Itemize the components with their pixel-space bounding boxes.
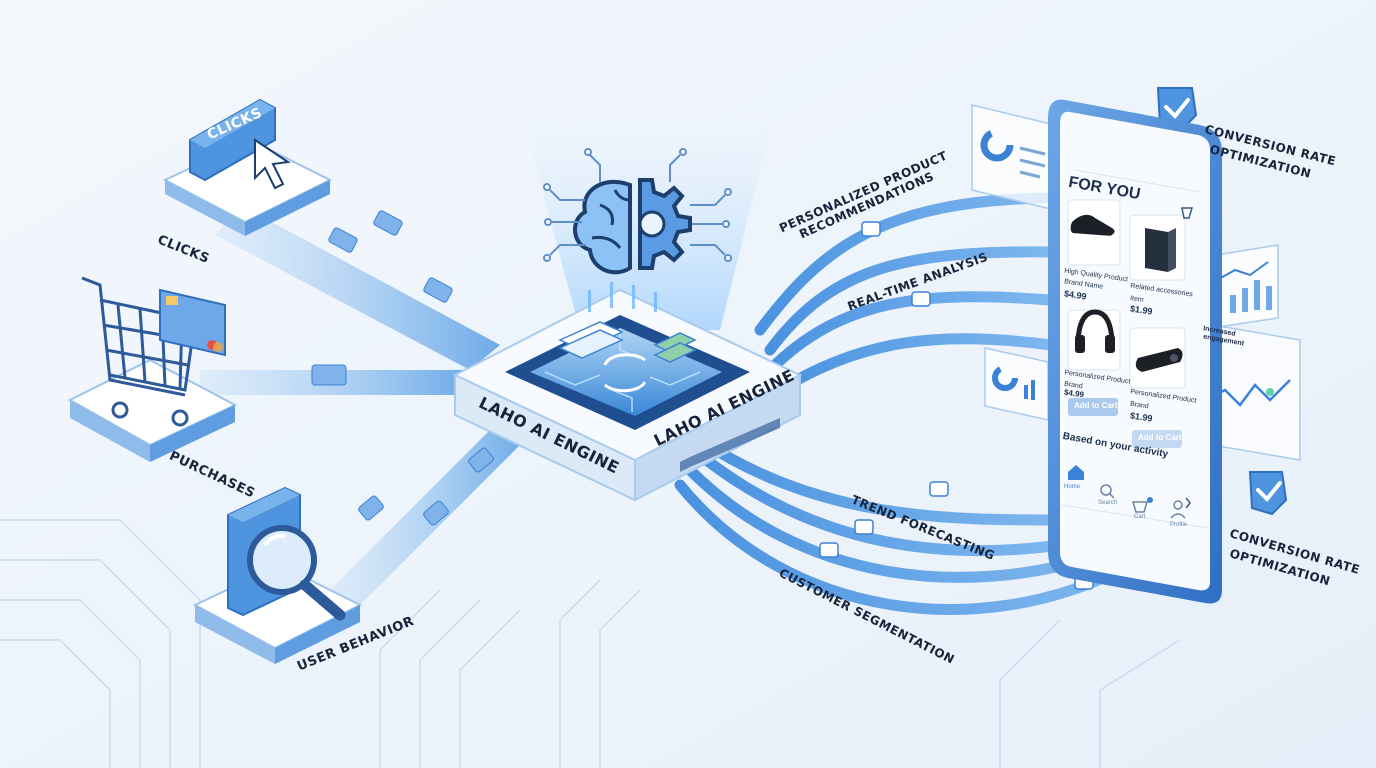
- search-icon[interactable]: [1100, 484, 1112, 496]
- add-to-cart-button-1[interactable]: [1068, 398, 1118, 416]
- magnifier-icon: [247, 525, 346, 621]
- nav-cart[interactable]: Cart: [1134, 514, 1146, 520]
- brain-gear-icon: [543, 148, 732, 275]
- user-behavior-platform: [192, 486, 363, 664]
- cart-header-icon[interactable]: [1181, 207, 1194, 219]
- checkmark-icon-bottom: [1248, 471, 1288, 516]
- add-to-cart-label-1[interactable]: Add to Cart: [1074, 401, 1118, 410]
- headphones-icon: [1075, 309, 1115, 341]
- home-icon[interactable]: [1068, 465, 1084, 480]
- shoe-icon: [1070, 214, 1115, 236]
- data-packets: [311, 210, 494, 526]
- chevron-right-icon[interactable]: [1185, 497, 1191, 509]
- speaker-icon: [1135, 348, 1183, 372]
- output-streams: [674, 192, 1126, 615]
- add-to-cart-button-2[interactable]: [1132, 430, 1182, 448]
- tower-device-icon: [1145, 228, 1168, 272]
- nav-search[interactable]: Search: [1098, 500, 1118, 506]
- purchases-platform: [67, 276, 238, 462]
- circuit-traces: [0, 519, 1181, 768]
- nav-home[interactable]: Home: [1064, 484, 1081, 490]
- clicks-platform: [162, 98, 333, 236]
- nav-profile[interactable]: Profile: [1170, 522, 1188, 528]
- smartphone: [1048, 99, 1222, 604]
- profile-icon[interactable]: [1173, 500, 1183, 510]
- cart-icon: [81, 276, 197, 427]
- credit-card-icon: [159, 288, 226, 357]
- ai-engine-chip: [452, 110, 803, 502]
- add-to-cart-label-2[interactable]: Add to Cart: [1138, 433, 1182, 442]
- cart-nav-icon[interactable]: [1131, 501, 1149, 513]
